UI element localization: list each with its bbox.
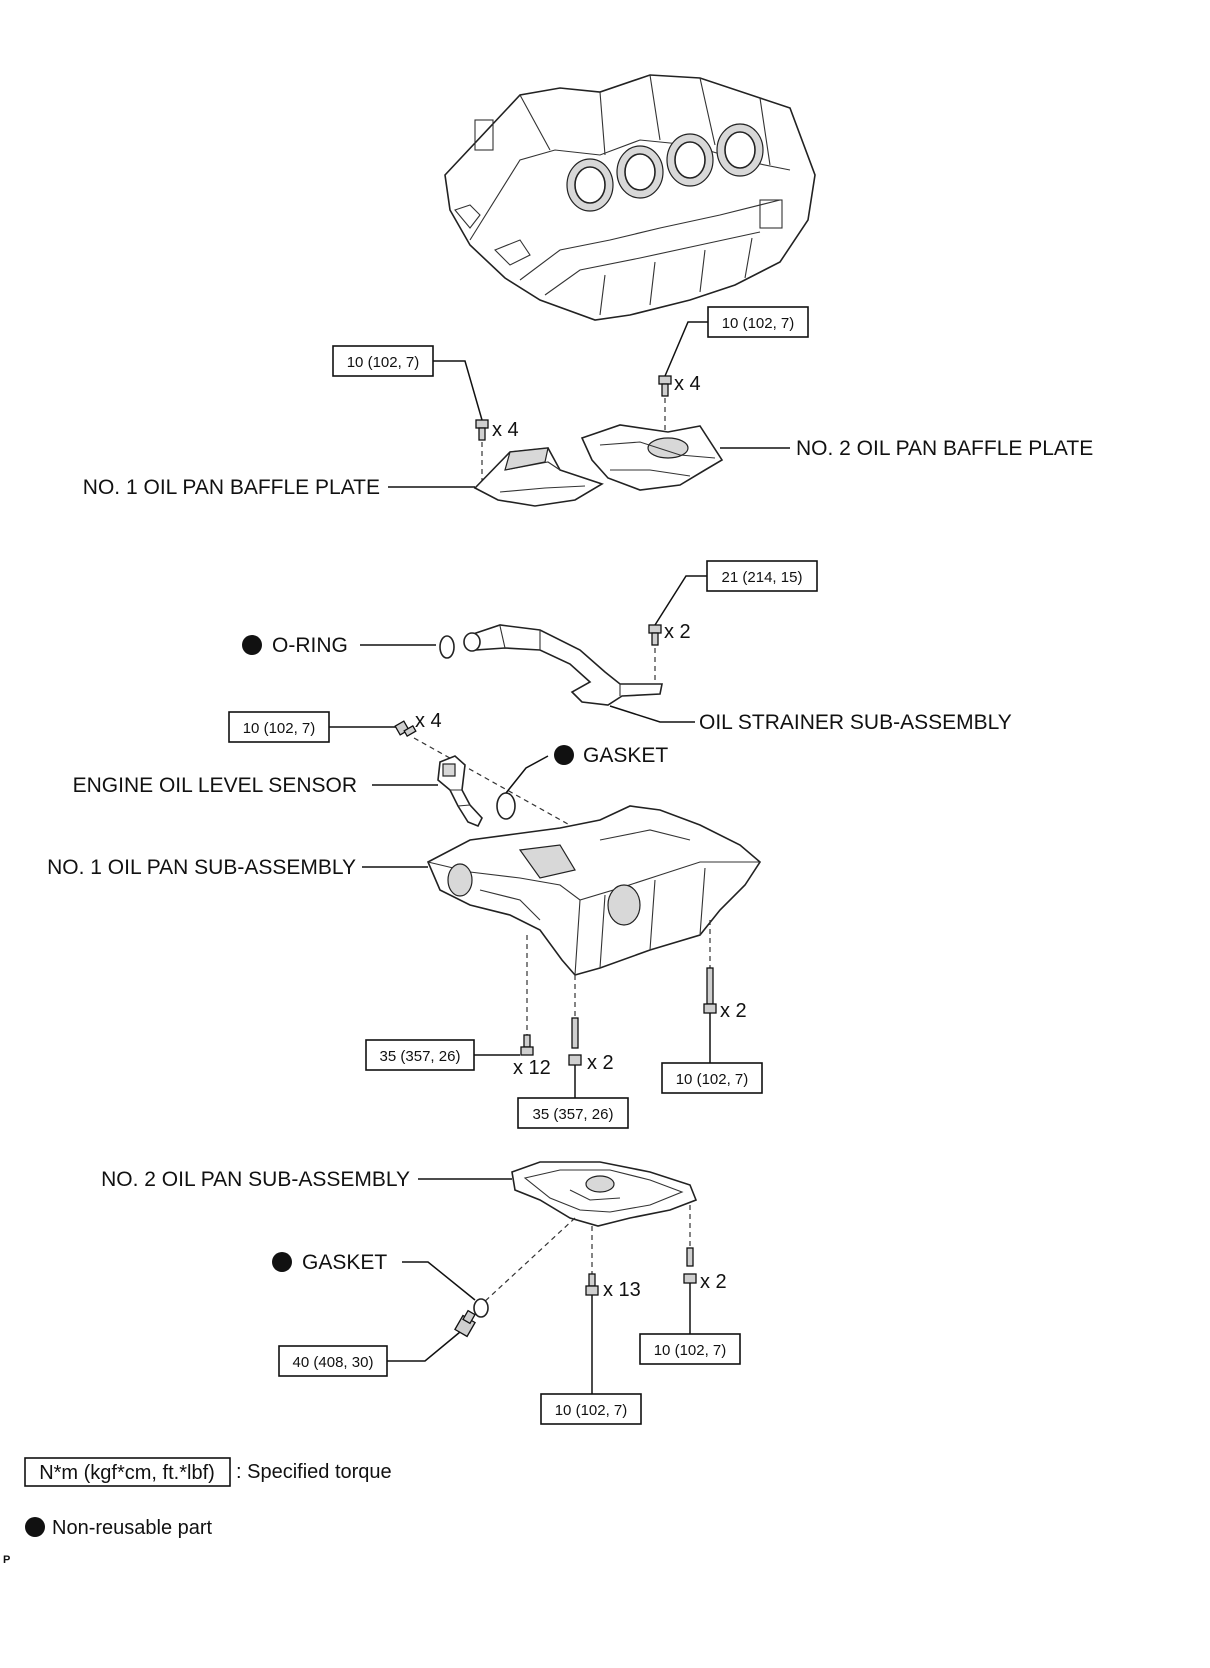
figure-code: P (3, 1554, 10, 1566)
pan1-x2-fastener-group: x 2 10 (102, 7) (661, 920, 763, 1094)
torque-box-pan1-x2 (661, 1062, 763, 1094)
torque-box-baffle2 (707, 306, 809, 338)
bolt-icon (658, 375, 672, 397)
torque-drain-plug: 40 (408, 30) (293, 1354, 374, 1371)
no2-baffle-plate-illustration (580, 424, 724, 491)
label-engine-oil-level-sensor: ENGINE OIL LEVEL SENSOR (73, 774, 357, 797)
stud-icon (571, 1017, 579, 1049)
pan1-stud-fastener-group: x 2 35 (357, 26) (517, 975, 629, 1129)
engine-oil-level-sensor-illustration (437, 755, 483, 828)
sensor-fastener-group: 10 (102, 7) x 4 (228, 710, 576, 829)
sensor-gasket-illustration (496, 792, 516, 820)
baffle1-fastener-group: 10 (102, 7) x 4 (332, 345, 519, 485)
qty-sensor: x 4 (415, 710, 442, 732)
drain-gasket-icon (473, 1298, 489, 1318)
qty-pan2-x2: x 2 (700, 1271, 727, 1293)
no1-baffle-plate-illustration (473, 447, 604, 507)
qty-baffle2: x 4 (674, 373, 701, 395)
qty-pan1-x2: x 2 (720, 1000, 747, 1022)
o-ring-illustration (439, 635, 455, 659)
bolt-icon (394, 720, 417, 737)
bolt-icon (520, 1034, 534, 1056)
nonreusable-icon (554, 745, 574, 765)
label-oil-strainer: OIL STRAINER SUB-ASSEMBLY (699, 711, 1012, 734)
torque-box-drain-plug (278, 1345, 388, 1377)
bolt-icon (585, 1273, 599, 1296)
qty-pan1-x12: x 12 (513, 1057, 551, 1079)
qty-baffle1: x 4 (492, 419, 519, 441)
nonreusable-icon (25, 1517, 45, 1537)
torque-box-pan1-x12 (365, 1039, 475, 1071)
legend-torque-box (24, 1457, 231, 1487)
legend: N*m (kgf*cm, ft.*lbf) : Specified torque… (24, 1457, 392, 1539)
label-no1-oil-pan: NO. 1 OIL PAN SUB-ASSEMBLY (47, 856, 356, 879)
legend-torque-description: : Specified torque (236, 1461, 392, 1483)
baffle2-fastener-group: 10 (102, 7) x 4 (658, 306, 809, 432)
bolt-icon (703, 967, 717, 1014)
label-gasket-drain: GASKET (302, 1251, 387, 1274)
qty-pan2-x13: x 13 (603, 1279, 641, 1301)
engine-block-illustration (444, 74, 816, 321)
torque-pan2-x13: 10 (102, 7) (555, 1402, 628, 1419)
strainer-fastener-group: 21 (214, 15) x 2 (648, 560, 818, 684)
legend-nonreusable-description: Non-reusable part (52, 1517, 213, 1539)
nonreusable-icon (242, 635, 262, 655)
bolt-icon (475, 419, 489, 441)
no2-oil-pan-illustration (511, 1161, 698, 1227)
qty-strainer: x 2 (664, 621, 691, 643)
label-no1-baffle-plate: NO. 1 OIL PAN BAFFLE PLATE (83, 476, 380, 499)
no1-oil-pan-illustration (426, 805, 762, 976)
drain-plug-fastener-group: 40 (408, 30) (278, 1217, 576, 1377)
bolt-icon (648, 624, 662, 646)
torque-pan2-x2: 10 (102, 7) (654, 1342, 727, 1359)
torque-pan1-x12: 35 (357, 26) (380, 1048, 461, 1065)
torque-pan1-stud: 35 (357, 26) (533, 1106, 614, 1123)
torque-strainer: 21 (214, 15) (722, 569, 803, 586)
bolt-icon (683, 1273, 697, 1284)
nonreusable-icon (272, 1252, 292, 1272)
torque-box-pan2-x2 (639, 1333, 741, 1365)
torque-box-pan1-stud (517, 1097, 629, 1129)
legend-torque-unit: N*m (kgf*cm, ft.*lbf) (39, 1462, 215, 1484)
label-no2-baffle-plate: NO. 2 OIL PAN BAFFLE PLATE (796, 437, 1093, 460)
torque-box-sensor (228, 711, 330, 743)
pan1-x12-fastener-group: x 12 35 (357, 26) (365, 935, 551, 1079)
torque-baffle1: 10 (102, 7) (347, 354, 420, 371)
torque-sensor: 10 (102, 7) (243, 720, 316, 737)
pan2-x13-fastener-group: x 13 10 (102, 7) (540, 1226, 642, 1425)
pan2-x2-fastener-group: x 2 10 (102, 7) (639, 1205, 741, 1365)
torque-box-pan2-x13 (540, 1393, 642, 1425)
nut-icon (568, 1054, 582, 1066)
oil-strainer-illustration (463, 624, 663, 706)
drain-plug-icon (454, 1309, 476, 1338)
label-o-ring: O-RING (272, 634, 348, 657)
torque-pan1-x2: 10 (102, 7) (676, 1071, 749, 1088)
label-no2-oil-pan: NO. 2 OIL PAN SUB-ASSEMBLY (101, 1168, 410, 1191)
torque-baffle2: 10 (102, 7) (722, 315, 795, 332)
label-gasket-sensor: GASKET (583, 744, 668, 767)
qty-pan1-stud: x 2 (587, 1052, 614, 1074)
stud-icon (686, 1247, 694, 1267)
